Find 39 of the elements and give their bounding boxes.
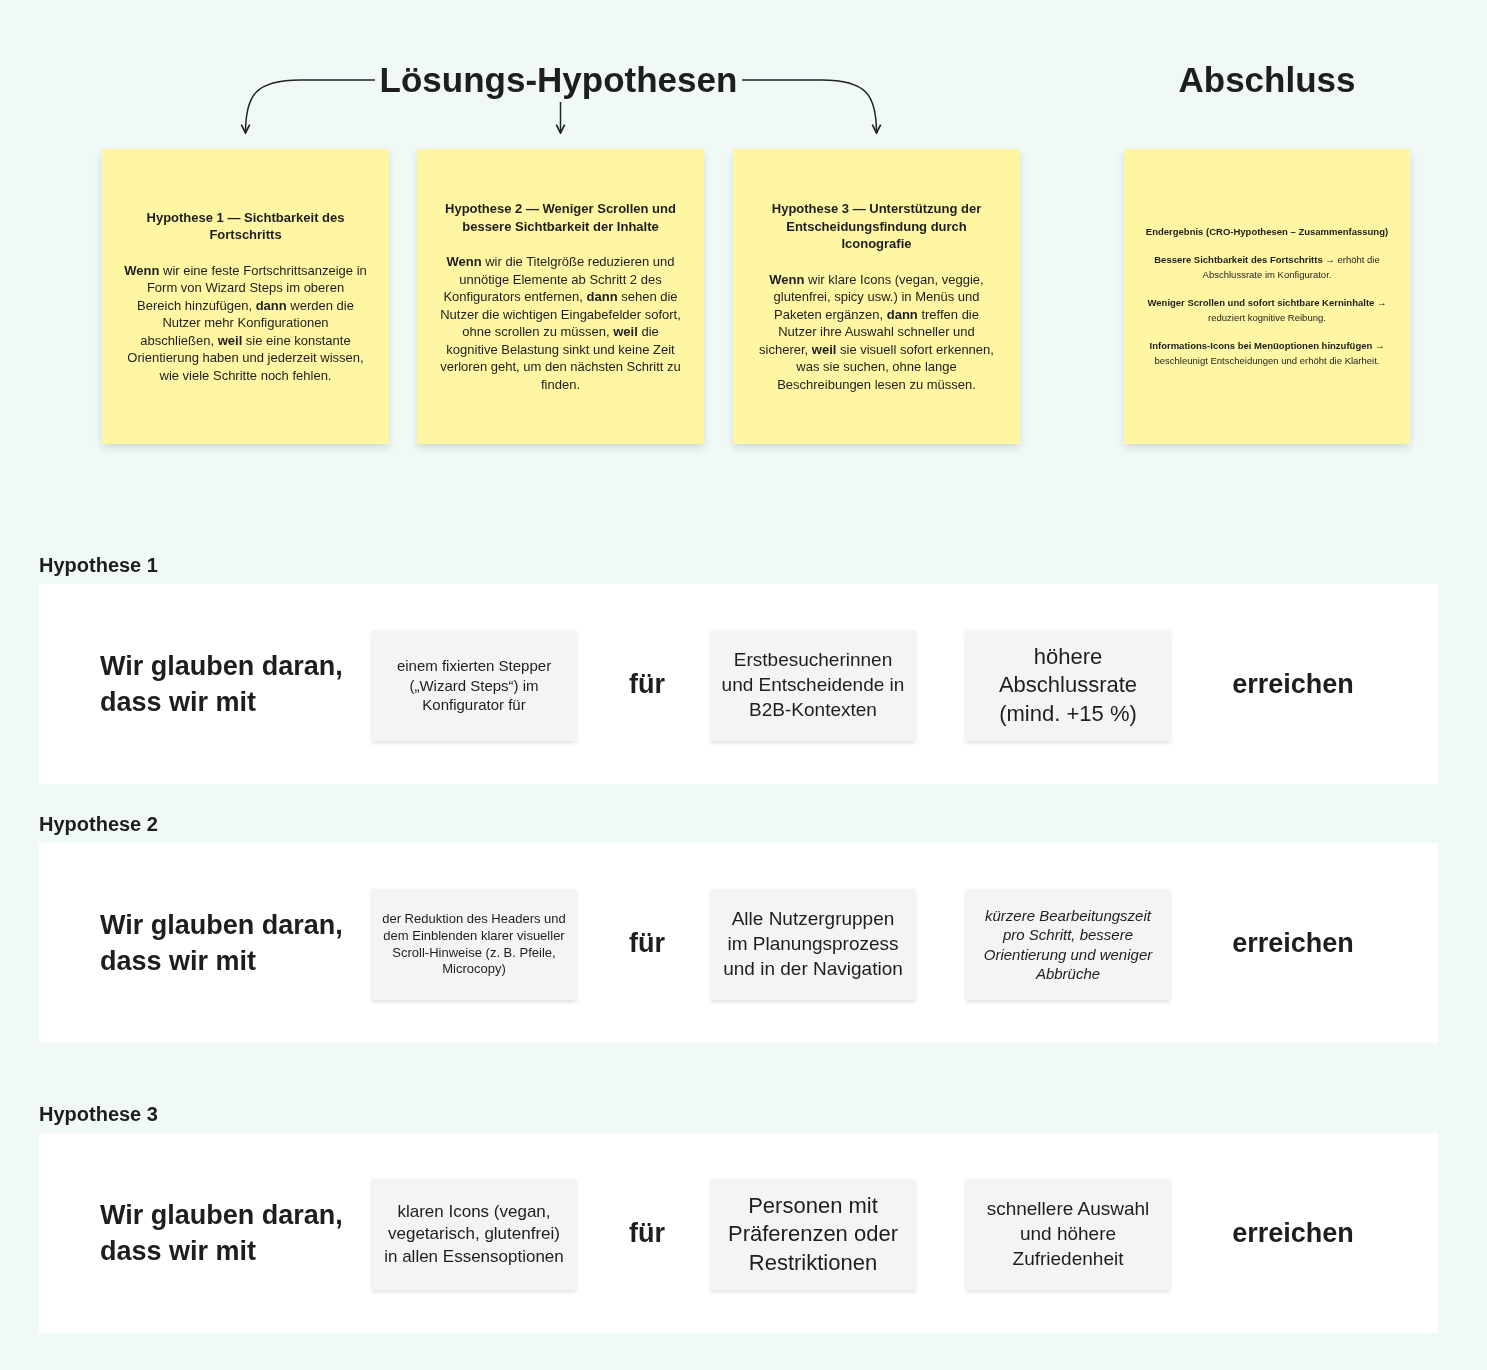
sticky-note (733, 149, 1020, 444)
section-heading: Hypothese 1 (39, 554, 158, 578)
statement-text: erreichen (1231, 927, 1355, 960)
note-text: Wenn wir die Titelgröße reduzieren und unnötige Elemente ab Schritt 2 des Konfigurators entfernen, dann sehen die Nutzer die wichtigen Eingabefelder sofort, ohne scrollen zu müssen, weil die kognitive Belastung sinkt und keine Zeit verloren geht, um den nächsten Schritt zu finden. (439, 253, 682, 393)
statement-card: Alle Nutzergruppen im Planungsprozess und in der Navigation (711, 889, 915, 1000)
statement-text: erreichen (1231, 1217, 1355, 1250)
note-text: Bessere Sichtbarkeit des Fortschritts → erhöht die Abschlussrate im Konfigurator. (1153, 253, 1381, 282)
section-heading: Hypothese 3 (39, 1103, 158, 1127)
statement-card: Erstbesucherinnen und Entscheidende in B2B-Kontexten (711, 630, 915, 741)
statement-text: für (628, 668, 666, 701)
sticky-note (102, 149, 389, 444)
section-heading: Hypothese 2 (39, 813, 158, 837)
statement-card: kürzere Bearbeitungszeit pro Schritt, bessere Orientierung und weniger Abbrüche (966, 889, 1170, 1000)
note-heading: Hypothese 3 — Unterstützung der Entscheidungsfindung durch Iconografie (770, 200, 983, 253)
arrow (741, 79, 882, 134)
sticky-note (417, 149, 704, 444)
statement-card: höhere Abschlussrate (mind. +15 %) (966, 630, 1170, 741)
statement-card: Personen mit Präferenzen oder Restriktionen (711, 1179, 915, 1290)
statement-text: für (628, 1217, 666, 1250)
note-heading: Endergebnis (CRO-Hypothesen – Zusammenfassung) (1145, 224, 1389, 239)
statement-text: Wir glauben daran, dass wir mit (100, 1198, 344, 1268)
statement-card: schnellere Auswahl und höhere Zufriedenheit (966, 1179, 1170, 1290)
statement-text: Wir glauben daran, dass wir mit (100, 908, 344, 978)
arrow (240, 79, 376, 134)
statement-card: einem fixierten Stepper („Wizard Steps“) im Konfigurator für (372, 630, 576, 741)
statement-card: der Reduktion des Headers und dem Einblenden klarer visueller Scroll-Hinweise (z. B. Pfeile, Microcopy) (372, 889, 576, 1000)
statement-text: erreichen (1231, 668, 1355, 701)
note-text: Wenn wir eine feste Fortschrittsanzeige in Form von Wizard Steps im oberen Bereich hinzufügen, dann werden die Nutzer mehr Konfigurationen abschließen, weil sie eine konstante Orientierung haben und jederzeit wissen, wie viele Schritte noch fehlen. (124, 261, 367, 385)
note-text: Wenn wir klare Icons (vegan, veggie, glutenfrei, spicy usw.) in Menüs und Paketen ergänzen, dann treffen die Nutzer ihre Auswahl schneller und sicherer, weil sie visuell sofort erkennen, was sie suchen, ohne lange Beschreibungen lesen zu müssen. (758, 270, 995, 393)
arrow (555, 101, 566, 134)
note-text: Weniger Scrollen und sofort sichtbare Kerninhalte → reduziert kognitive Reibung. (1146, 296, 1388, 325)
statement-text: Wir glauben daran, dass wir mit (100, 649, 344, 719)
statement-card: klaren Icons (vegan, vegetarisch, glutenfrei) in allen Essensoptionen (372, 1179, 576, 1290)
heading: Abschluss (1177, 59, 1357, 101)
title: Lösungs-Hypothesen (375, 58, 742, 102)
note-heading: Hypothese 2 — Weniger Scrollen und bessere Sichtbarkeit der Inhalte (444, 200, 677, 235)
note-heading: Hypothese 1 — Sichtbarkeit des Fortschritts (145, 208, 346, 244)
statement-text: für (628, 927, 666, 960)
note-text: Informations-Icons bei Menüoptionen hinzufügen → beschleunigt Entscheidungen und erhöht die Klarheit. (1148, 339, 1386, 368)
